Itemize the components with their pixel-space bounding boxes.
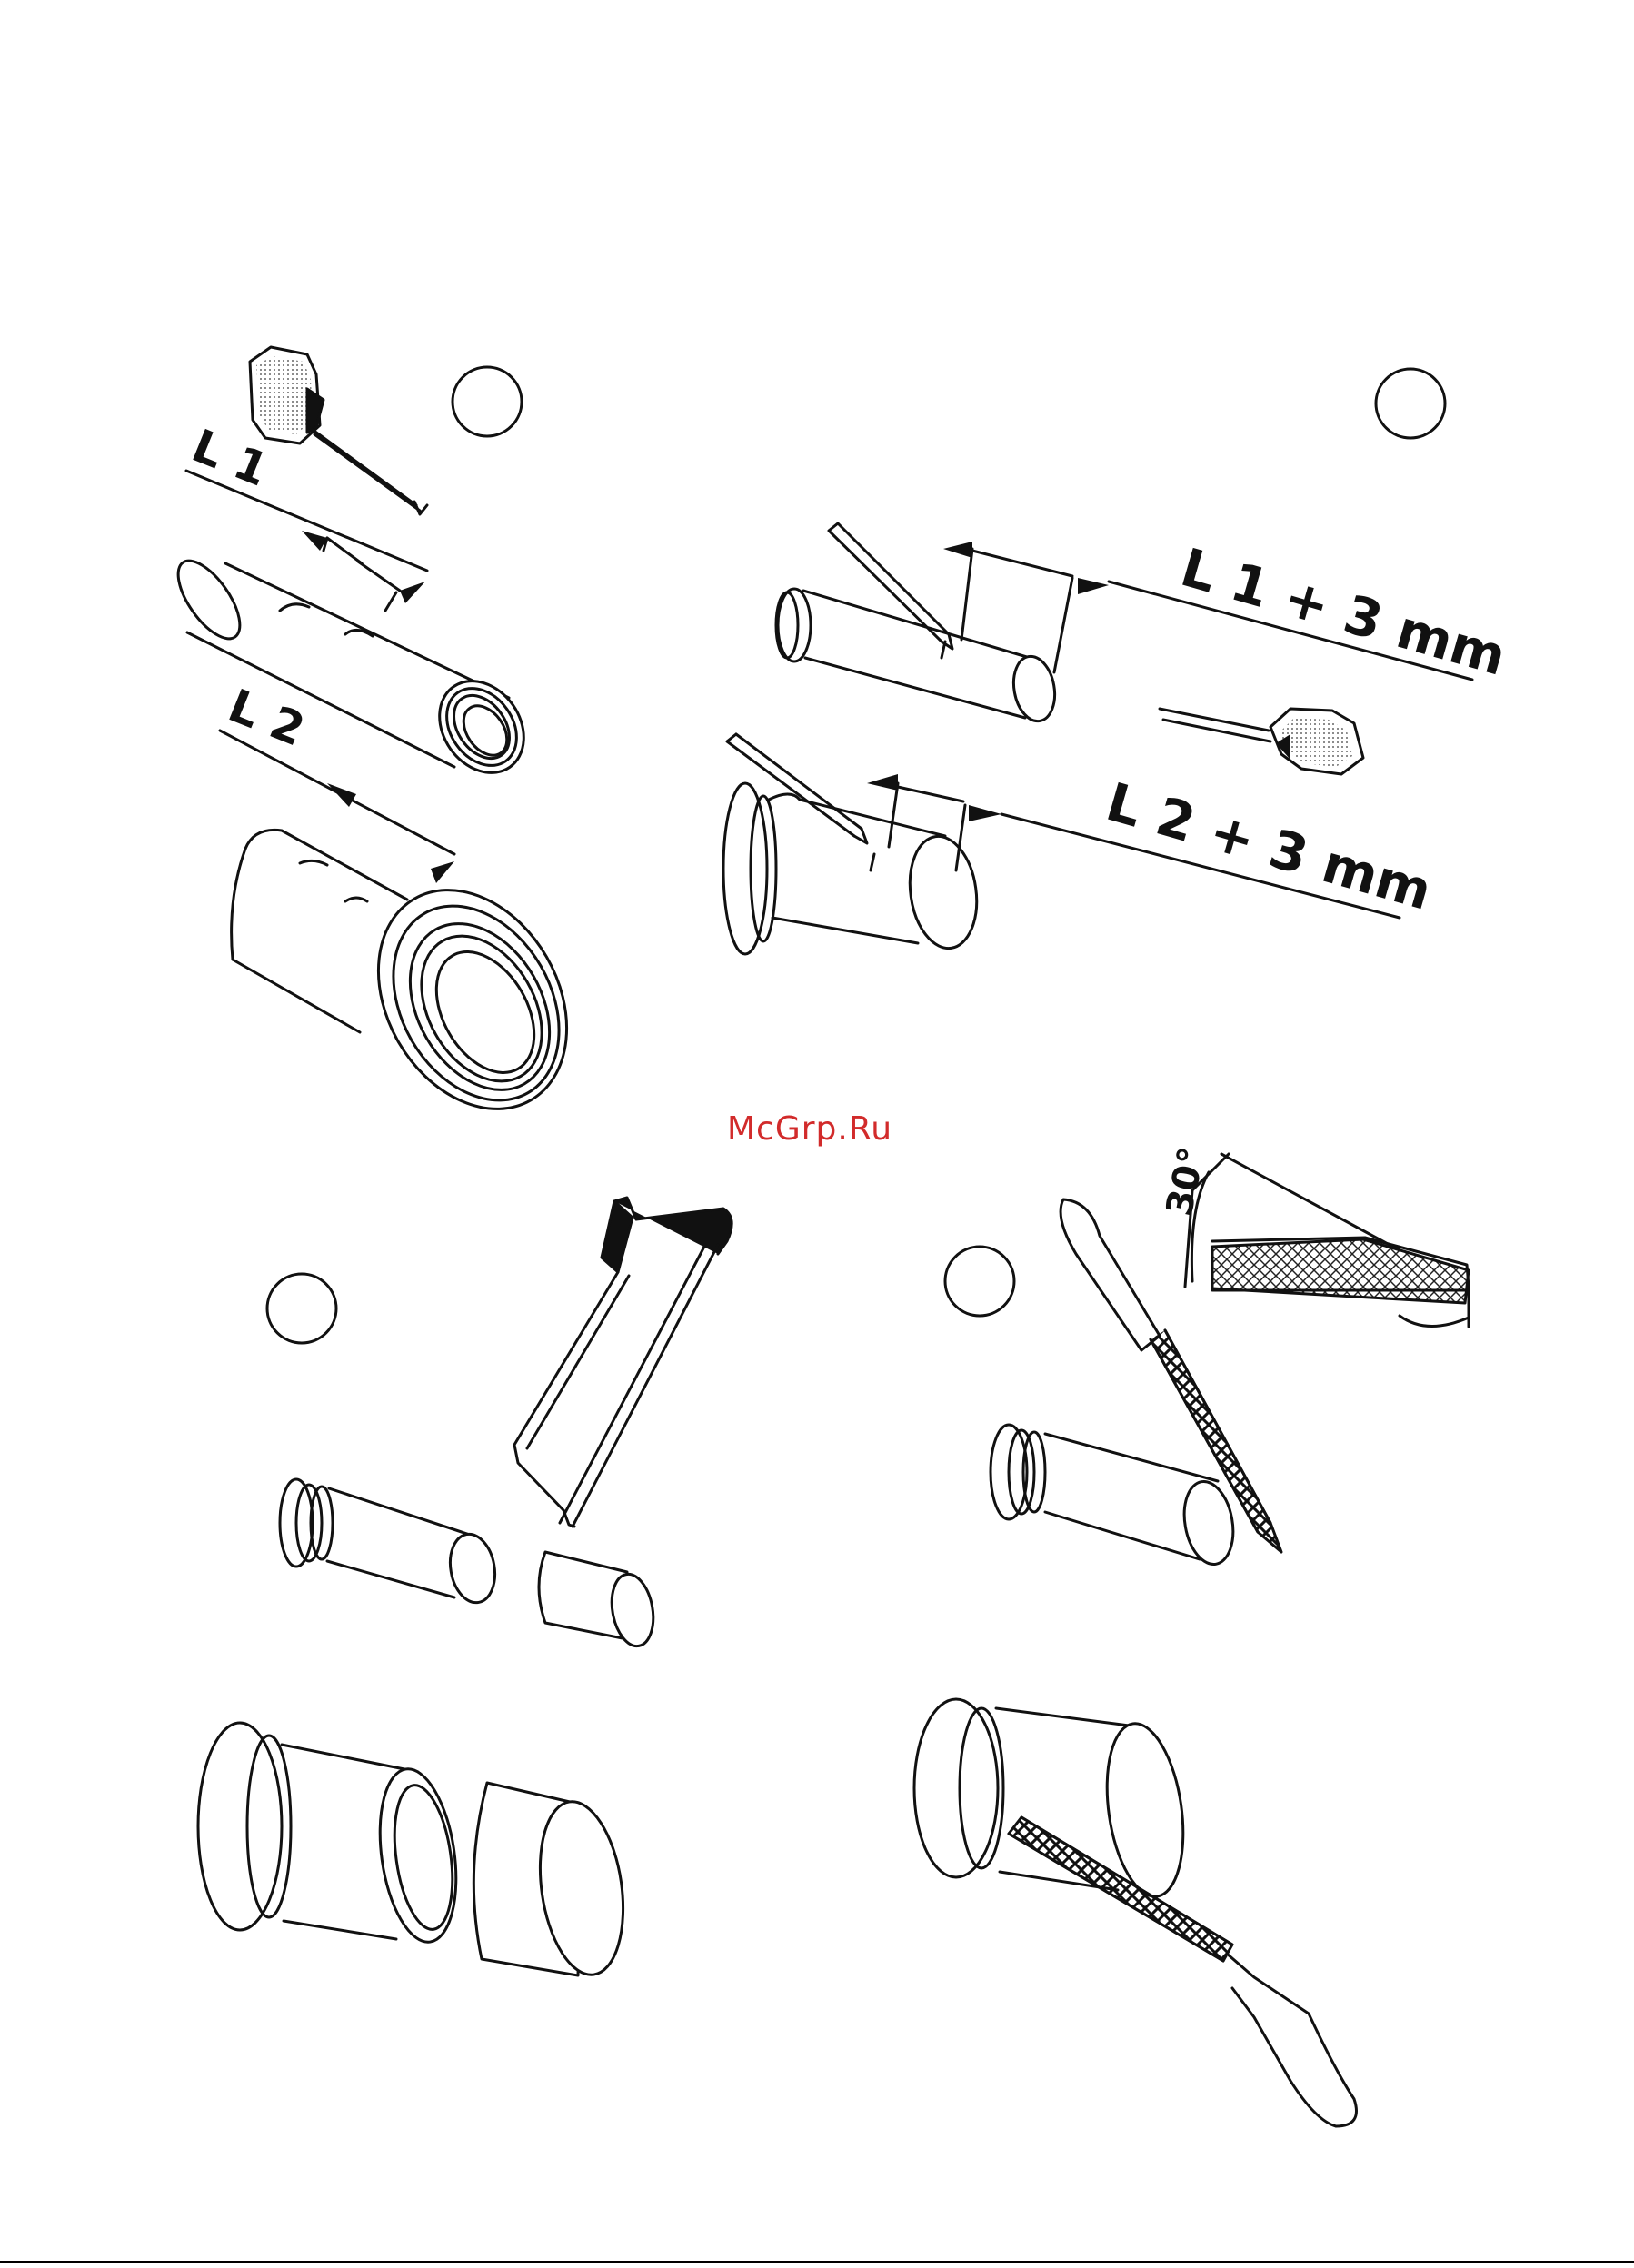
step-2-pipe xyxy=(776,589,1060,724)
step-4-pipe xyxy=(991,1425,1240,1568)
chamfer-angle-label: 30° xyxy=(1159,1143,1214,1219)
step-3-number-circle xyxy=(267,1274,336,1343)
step-1-pipe xyxy=(166,551,541,789)
step-2-socket xyxy=(723,783,983,954)
step-1-number-circle xyxy=(453,367,522,436)
step-1-socket xyxy=(232,830,605,1142)
tape-measure-icon xyxy=(1160,709,1363,774)
step-3-socket-offcut xyxy=(473,1783,633,1980)
step-1-label-l2: L 2 xyxy=(222,679,313,756)
watermark: McGrp.Ru xyxy=(727,1110,892,1148)
chamfer-detail: 30° xyxy=(1159,1143,1469,1327)
step-4-socket xyxy=(914,1699,1193,1902)
step-3-panel xyxy=(198,1198,732,1980)
step-3-pipe-offcut xyxy=(539,1552,659,1649)
step-2-label-l2: L 2 + 3 mm xyxy=(1100,771,1438,922)
step-1-panel: L 1 L 2 xyxy=(166,347,604,1143)
hacksaw-icon xyxy=(514,1198,732,1527)
step-4-number-circle xyxy=(945,1247,1014,1316)
footer-rule xyxy=(0,2261,1634,2263)
step-4-panel: 30° xyxy=(914,1143,1469,2126)
step-2-panel: L 1 + 3 mm xyxy=(723,369,1513,954)
tape-measure-icon xyxy=(250,347,427,514)
step-2-number-circle xyxy=(1376,369,1445,438)
file-icon xyxy=(1009,1817,1357,2126)
step-3-socket xyxy=(198,1723,466,1947)
step-3-pipe xyxy=(280,1479,500,1606)
